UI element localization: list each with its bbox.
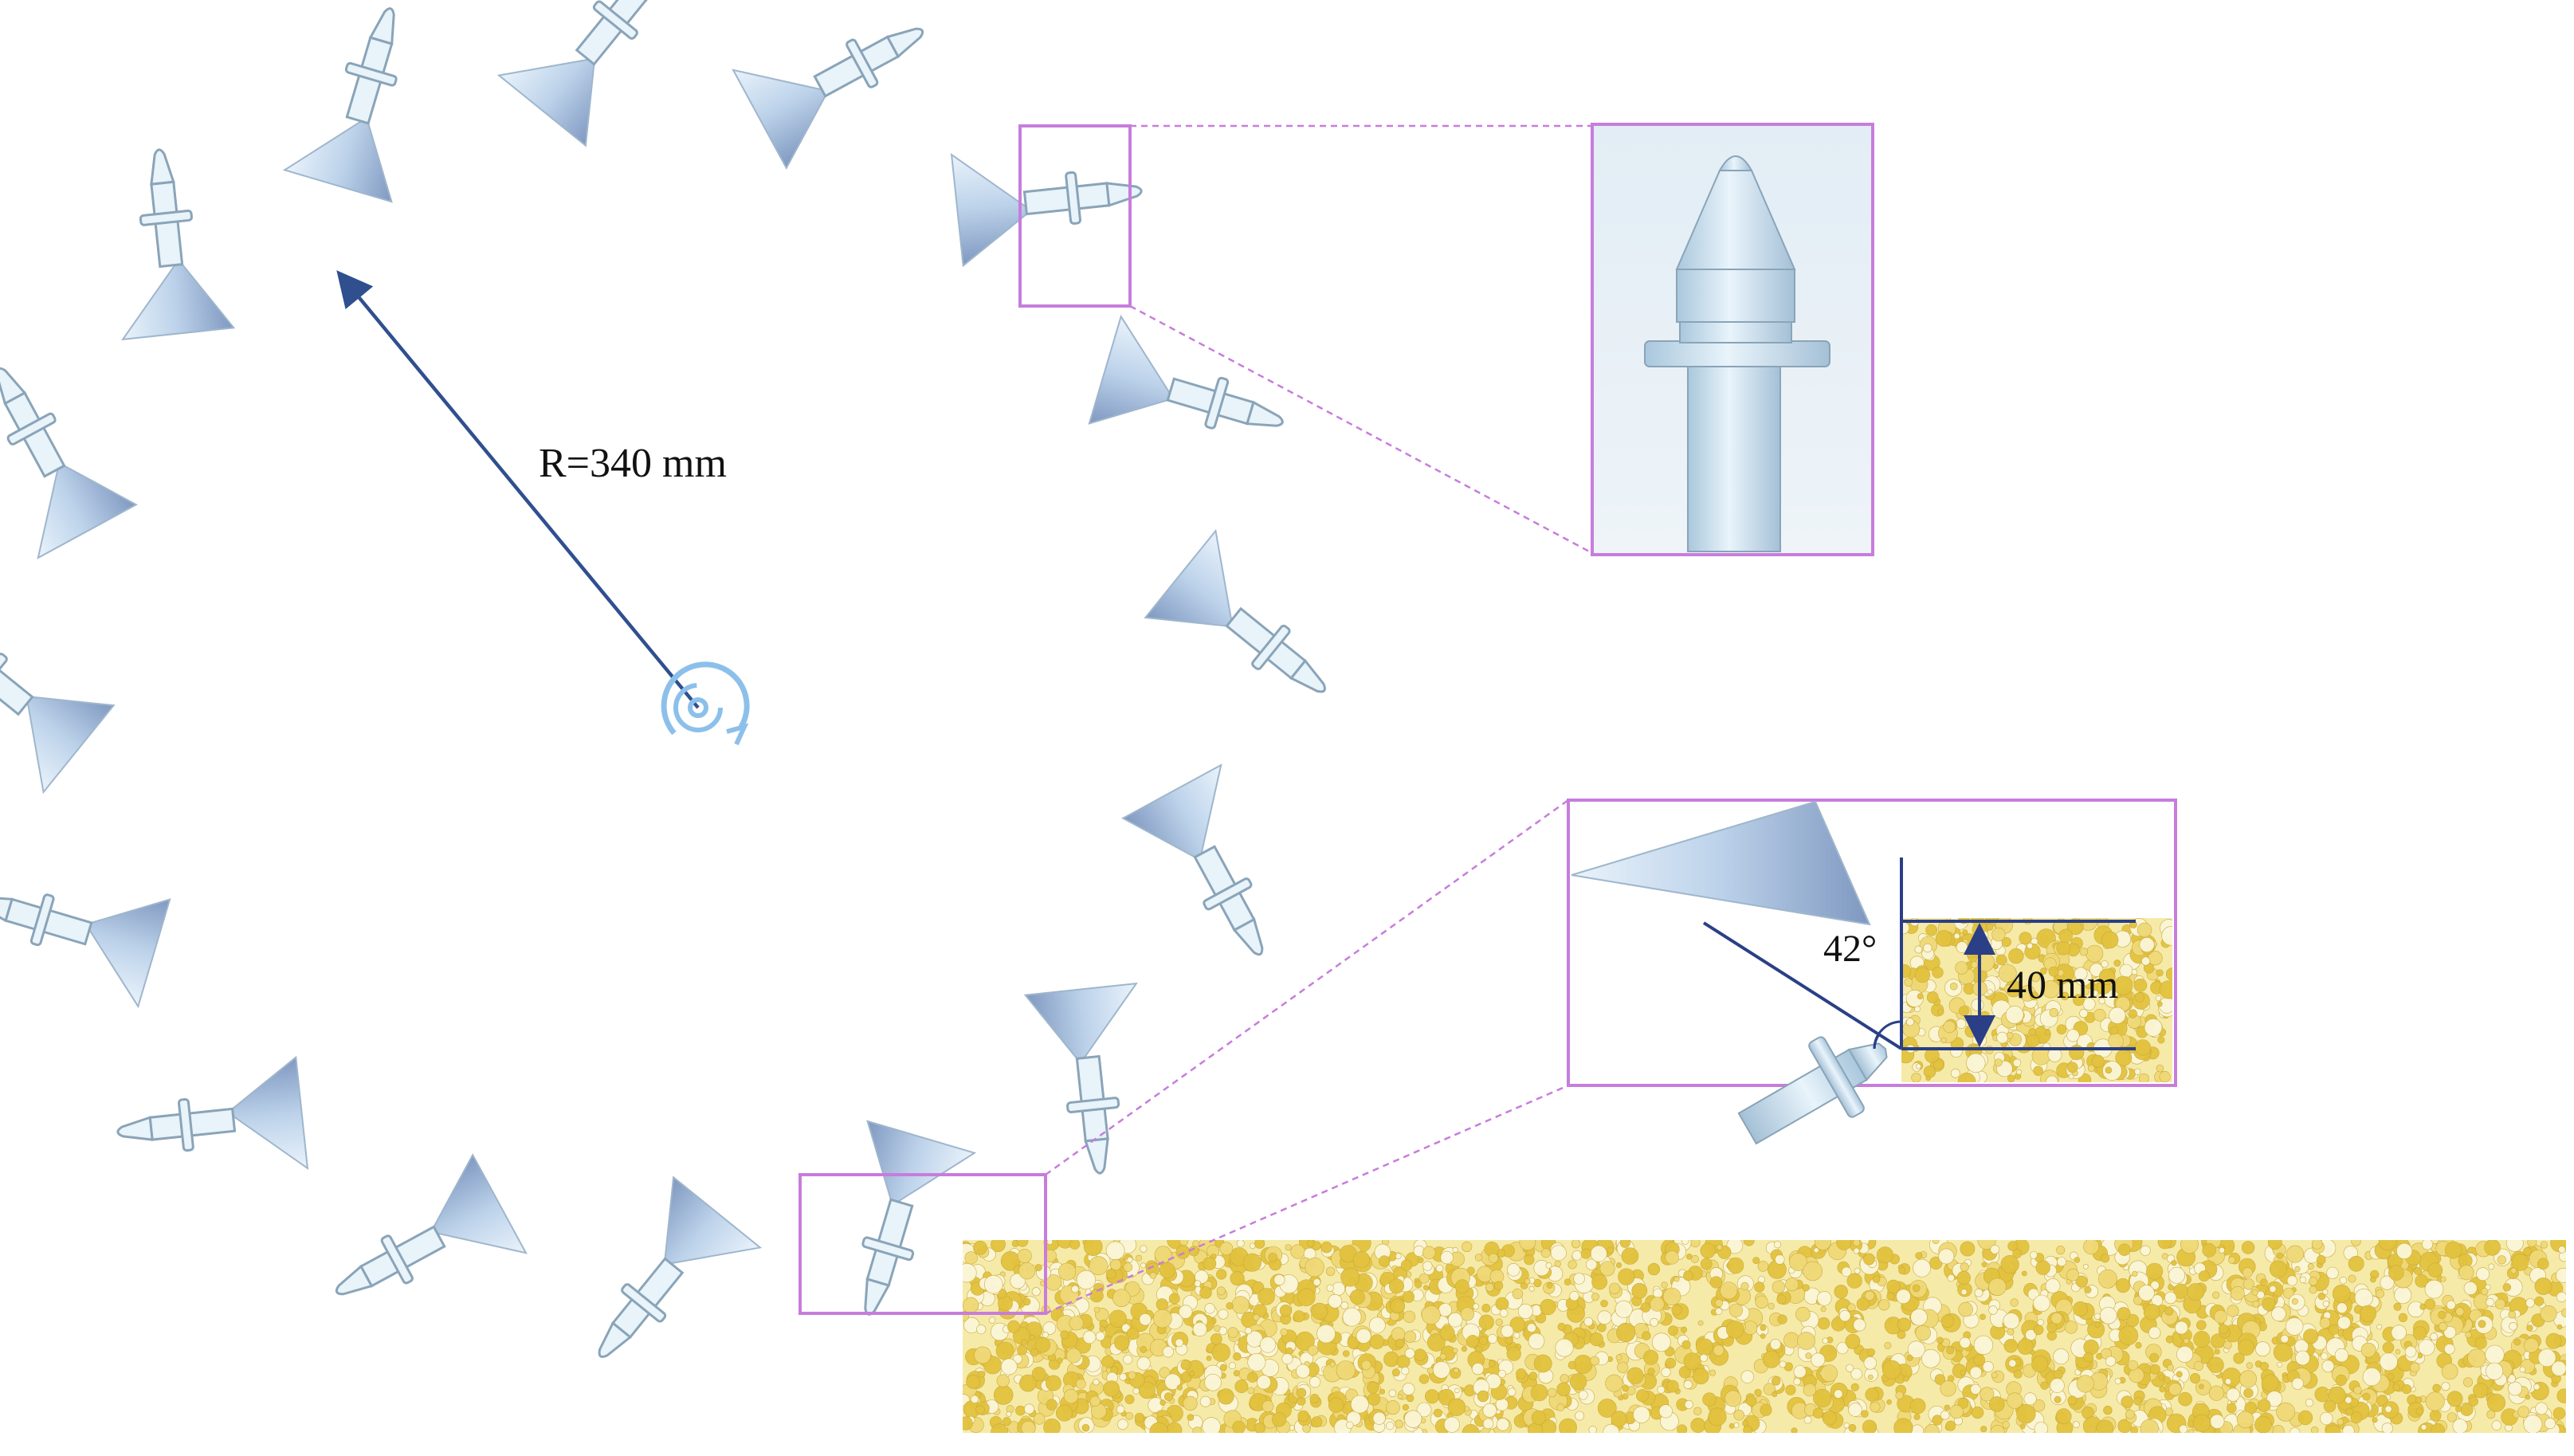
cutting-pick (732, 27, 924, 170)
radius-arrow (336, 270, 700, 709)
cutting-pick (282, 7, 398, 203)
cutting-pick (861, 1120, 977, 1316)
rotation-center-icon (661, 661, 750, 746)
cutting-pick (0, 642, 116, 795)
soil-bed (963, 1240, 2566, 1433)
cutting-pick (0, 893, 171, 1009)
cutting-pick (598, 1175, 763, 1358)
cutting-pick (116, 1055, 309, 1170)
cutting-pick (0, 367, 138, 559)
inset-pick-drawing (1571, 800, 1888, 1145)
cutting-pick (950, 153, 1143, 268)
top-source-frame (1018, 124, 1132, 308)
cutting-depth-label: 40 mm (2007, 962, 2118, 1007)
pick-detail-drawing (1644, 155, 1830, 552)
cutting-pick (1121, 763, 1264, 956)
bottom-leader-line-upper (1045, 799, 1569, 1176)
cutting-pick (335, 1153, 528, 1296)
bottom-source-frame (798, 1173, 1047, 1315)
top-leader-line-lower (1129, 304, 1593, 555)
cutting-picks (0, 0, 1326, 1358)
cutting-pick (496, 0, 661, 147)
radius-label: R=340 mm (539, 441, 727, 486)
pick-axis-line (1702, 921, 1903, 1050)
cutting-pick (121, 148, 236, 341)
cutting-pick (1023, 982, 1138, 1175)
cutting-pick (1088, 314, 1284, 430)
cutting-pick (1144, 528, 1326, 693)
cutting-angle-label: 42° (1823, 928, 1877, 970)
bottom-zoom-callout: 42° 40 mm (798, 799, 2177, 1315)
top-zoom-callout (1018, 123, 1874, 556)
bottom-leader-line-lower (1045, 1084, 1569, 1315)
